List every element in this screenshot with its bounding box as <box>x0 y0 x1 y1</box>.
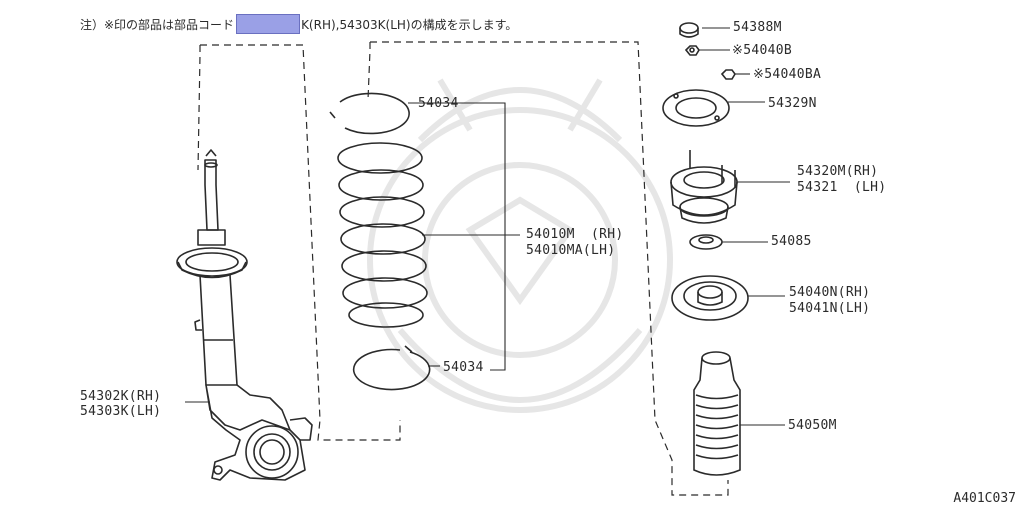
label-54040BA[interactable]: ※54040BA <box>753 67 822 82</box>
diagram-code: A401C037 <box>953 491 1016 506</box>
highlighted-part-code[interactable] <box>236 14 301 34</box>
dust-boot-54050M <box>693 351 741 476</box>
spring-group-outline <box>367 41 729 496</box>
label-54321-lh[interactable]: 54321 (LH) <box>797 180 887 195</box>
note-text-end: K(RH),54303K(LH)の構成を示します。 <box>301 17 518 32</box>
label-54041N-lh[interactable]: 54041N(LH) <box>789 301 871 316</box>
label-54388M[interactable]: 54388M <box>733 20 782 35</box>
label-54010M-rh[interactable]: 54010M (RH) <box>526 227 624 242</box>
label-54034-lower[interactable]: 54034 <box>443 360 484 375</box>
label-54085[interactable]: 54085 <box>771 234 812 249</box>
coil-spring <box>337 142 428 328</box>
label-54034-upper[interactable]: 54034 <box>418 96 459 111</box>
label-54329N[interactable]: 54329N <box>768 96 817 111</box>
note-text: 注）※印の部品は部品コード K(RH),54303K(LH)の構成を示します。 <box>80 14 517 34</box>
label-54303K-lh[interactable]: 54303K(LH) <box>80 404 162 419</box>
knuckle <box>205 384 306 481</box>
strut-body <box>199 274 238 386</box>
spring-seat-lower <box>176 247 248 277</box>
seat-54040N <box>671 275 749 321</box>
strut-group-outline <box>197 44 401 441</box>
piston-rod <box>204 159 219 231</box>
hub-ring <box>245 425 299 479</box>
leader-lines <box>185 27 790 426</box>
watermark-emblem <box>367 78 673 413</box>
mount-parts <box>662 22 749 476</box>
label-54040B[interactable]: ※54040B <box>732 43 792 58</box>
nut-54040BA <box>720 69 736 80</box>
dashed-group-outlines <box>197 41 729 496</box>
label-54320M-rh[interactable]: 54320M(RH) <box>797 164 879 179</box>
mount-54320M <box>670 150 738 224</box>
strut-assembly <box>176 149 313 481</box>
plate-54329N <box>662 89 730 127</box>
label-54010MA-lh[interactable]: 54010MA(LH) <box>526 243 616 258</box>
upper-insulator-ring <box>339 92 410 135</box>
spring-parts <box>329 92 431 391</box>
label-54050M[interactable]: 54050M <box>788 418 837 433</box>
label-54302K-rh[interactable]: 54302K(RH) <box>80 389 162 404</box>
label-54040N-rh[interactable]: 54040N(RH) <box>789 285 871 300</box>
rod-shoulder <box>197 229 226 246</box>
note-text-start: 注）※印の部品は部品コード <box>80 17 235 32</box>
cap-54388M <box>679 22 699 34</box>
